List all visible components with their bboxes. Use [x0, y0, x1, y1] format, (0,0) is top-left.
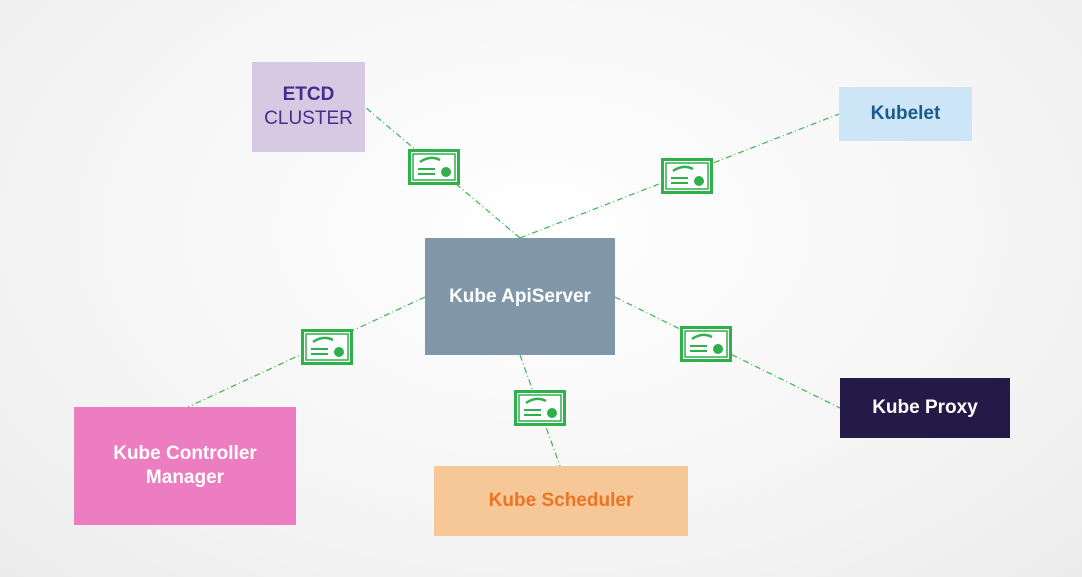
certificate-icon: [408, 149, 460, 185]
etcd-subtitle: CLUSTER: [264, 108, 353, 129]
kube-scheduler-node: Kube Scheduler: [434, 466, 688, 536]
kube-proxy-node: Kube Proxy: [840, 378, 1010, 438]
certificate-icon: [301, 329, 353, 365]
etcd-title: ETCD: [282, 84, 335, 105]
controller-label-line2: Manager: [145, 467, 225, 488]
kubelet-node: Kubelet: [839, 87, 972, 141]
link-proxy: [614, 296, 841, 409]
apiserver-label: Kube ApiServer: [449, 285, 591, 307]
kube-apiserver-node: Kube ApiServer: [425, 238, 615, 355]
certificate-icon: [680, 326, 732, 362]
proxy-label: Kube Proxy: [872, 397, 978, 418]
certificate-icon: [514, 390, 566, 426]
controller-label-line1: Kube Controller: [113, 443, 257, 464]
scheduler-label: Kube Scheduler: [488, 490, 634, 511]
certificate-icon: [661, 158, 713, 194]
kubelet-label: Kubelet: [870, 103, 941, 124]
etcd-cluster-node: ETCD CLUSTER: [252, 62, 365, 152]
link-etcd: [364, 106, 521, 239]
kube-controller-manager-node: Kube Controller Manager: [74, 407, 296, 525]
